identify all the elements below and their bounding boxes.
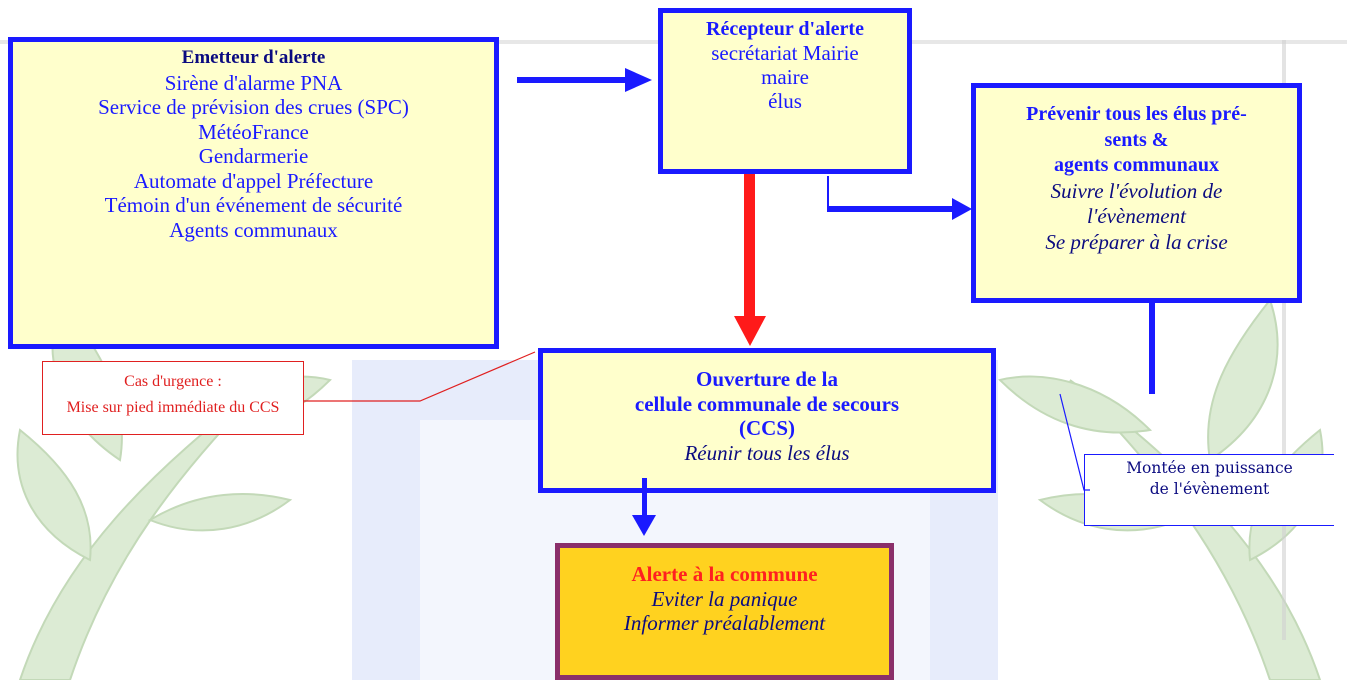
emitter-title: Emetteur d'alerte	[181, 47, 326, 68]
prevent-title-line: Prévenir tous les élus pré-	[1026, 103, 1247, 125]
urgence-note: Cas d'urgence : Mise sur pied immédiate …	[42, 361, 304, 435]
montee-note: Montée en puissance de l'évènement	[1084, 454, 1334, 526]
montee-note-line: Montée en puissance	[1126, 459, 1293, 477]
ccs-title-line: Ouverture de la	[696, 367, 838, 391]
prevent-item: l'évènement	[1087, 204, 1186, 228]
urgence-note-line: Mise sur pied immédiate du CCS	[66, 399, 280, 416]
ccs-title-line: (CCS)	[739, 416, 795, 440]
emitter-item: MétéoFrance	[198, 119, 309, 144]
emitter-item: Automate d'appel Préfecture	[133, 168, 374, 193]
prevent-title-line: sents &	[1104, 128, 1169, 151]
prevent-title-line: agents communaux	[1053, 154, 1219, 176]
emitter-item: Service de prévision des crues (SPC)	[98, 95, 409, 119]
emitter-item: Témoin d'un événement de sécurité	[104, 193, 403, 217]
urgence-note-line: Cas d'urgence :	[124, 373, 222, 390]
ccs-title-line: cellule communale de secours	[634, 391, 900, 416]
receiver-item: secrétariat Mairie	[711, 41, 859, 65]
prevent-item: Se préparer à la crise	[1045, 229, 1228, 254]
ccs-box: Ouverture de la cellule communale de sec…	[538, 348, 996, 493]
receiver-title: Récepteur d'alerte	[706, 18, 864, 40]
emitter-item: Gendarmerie	[198, 144, 309, 168]
prevent-box: Prévenir tous les élus pré- sents & agen…	[971, 83, 1302, 303]
emitter-item: Agents communaux	[169, 217, 338, 242]
alert-item: Eviter la panique	[651, 586, 798, 611]
receiver-box: Récepteur d'alerte secrétariat Mairie ma…	[658, 8, 912, 174]
alert-title: Alerte à la commune	[631, 562, 818, 586]
alert-item: Informer préalablement	[623, 611, 826, 635]
alert-box: Alerte à la commune Eviter la panique In…	[555, 543, 894, 680]
montee-note-line: de l'évènement	[1149, 480, 1270, 498]
prevent-item: Suivre l'évolution de	[1050, 178, 1223, 203]
ccs-item: Réunir tous les élus	[684, 440, 850, 465]
receiver-item: maire	[761, 65, 809, 89]
emitter-item: Sirène d'alarme PNA	[164, 70, 343, 95]
receiver-item: élus	[768, 89, 802, 113]
emitter-box: Emetteur d'alerte Sirène d'alarme PNA Se…	[8, 37, 499, 349]
